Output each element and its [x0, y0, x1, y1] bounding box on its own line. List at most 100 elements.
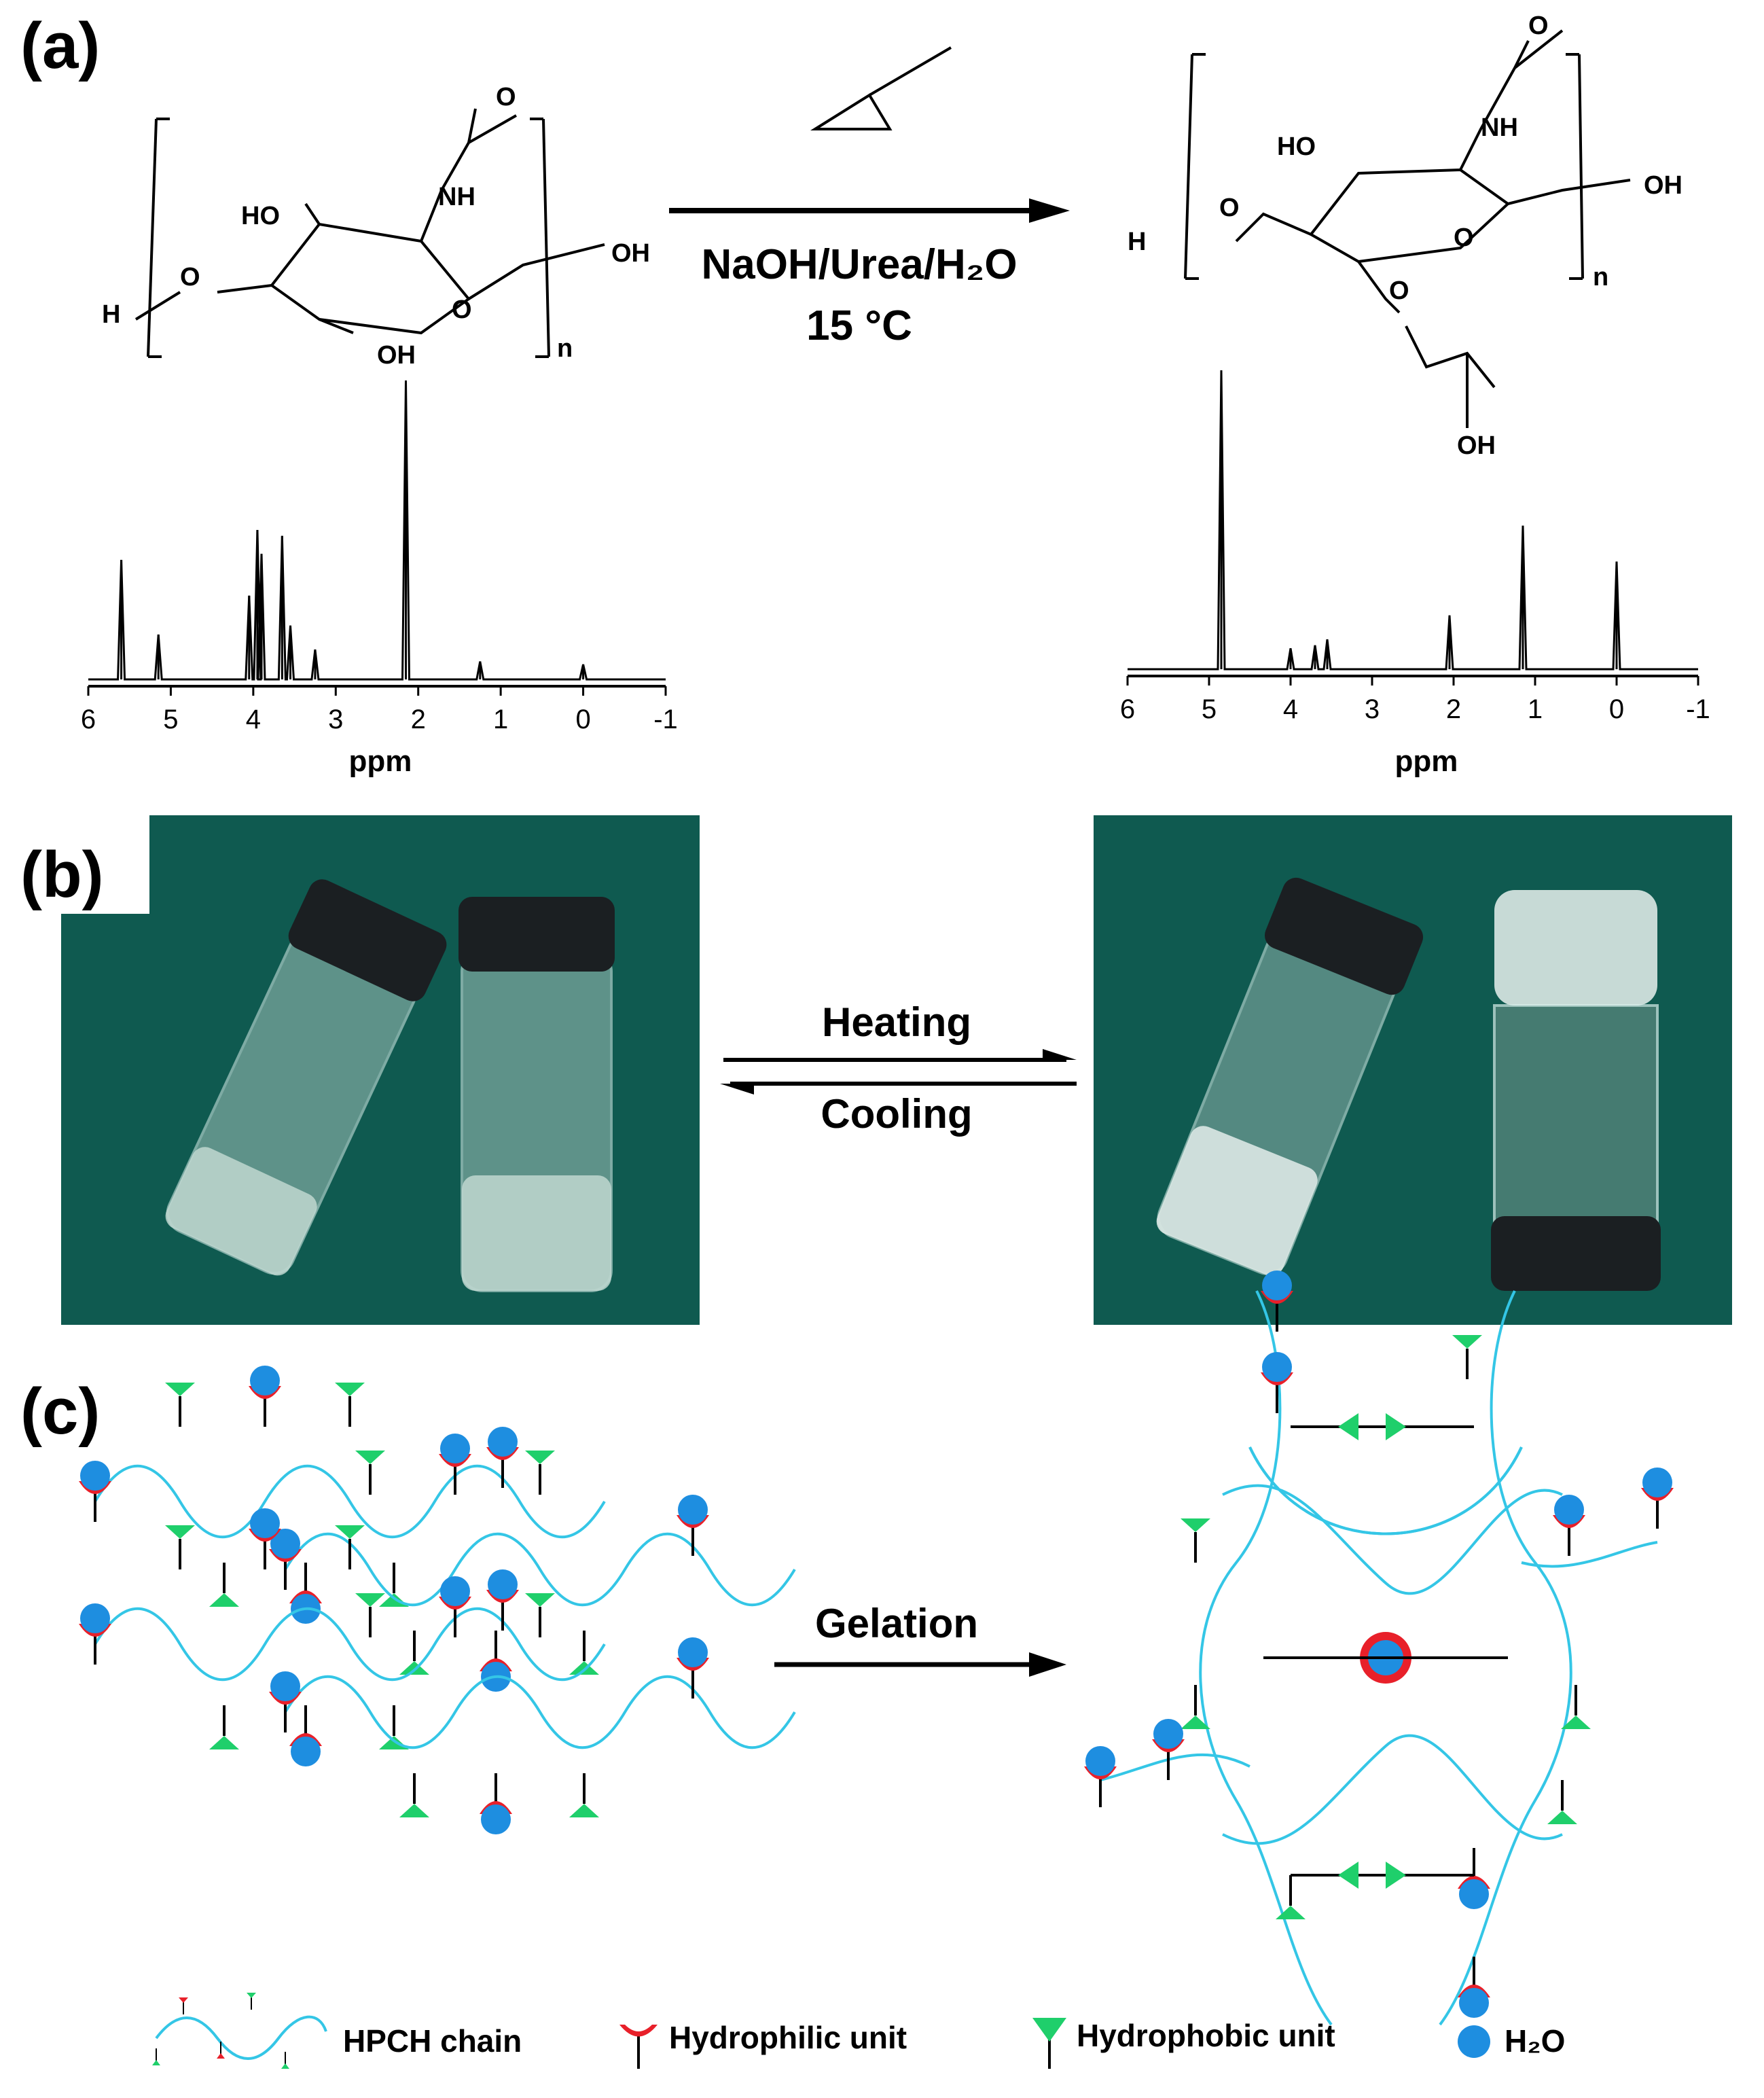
atom-O-bridge-r: O: [1219, 194, 1240, 222]
hydrophobic-unit: [525, 1451, 555, 1464]
nmr-right-tick-label: 1: [1528, 694, 1543, 724]
nmr-right-tick-label: 3: [1365, 694, 1380, 724]
legend-chain-icon: [152, 1993, 327, 2069]
hydrophobic-unit: [165, 1383, 195, 1396]
nmr-left-tick-label: 5: [163, 705, 178, 734]
hpch-chain: [1521, 1541, 1658, 1568]
hydrophobic-unit: [1181, 1518, 1210, 1532]
hydrophobic-unit: [335, 1383, 365, 1396]
hpch-chain: [1100, 1753, 1250, 1781]
water-molecule: [270, 1529, 300, 1559]
photo-left: [0, 815, 700, 1325]
hydrophobic-unit: [165, 1525, 195, 1539]
water-molecule: [488, 1427, 518, 1457]
hydrophobic-unit: [1276, 1906, 1306, 1919]
gelation-label: Gelation: [815, 1601, 978, 1646]
photo-right: [1094, 815, 1732, 1325]
nmr-right-trace: [1128, 370, 1698, 671]
atom-H-r: H: [1128, 228, 1146, 256]
reaction-temperature: 15 °C: [806, 302, 912, 349]
nmr-left-xlabel: ppm: [349, 745, 412, 778]
nmr-right-tick-label: 2: [1446, 694, 1461, 724]
hpch-chain: [94, 1607, 606, 1682]
hydrophobic-unit: [569, 1804, 599, 1817]
nmr-right-xlabel: ppm: [1395, 745, 1458, 778]
nmr-right-tick-label: 0: [1609, 694, 1624, 724]
water-molecule: [291, 1737, 321, 1766]
nmr-left-trace: [88, 380, 666, 681]
nmr-right-tick-label: 5: [1202, 694, 1217, 724]
sol-state-network: [79, 1366, 796, 1834]
legend-hydrophilic-icon: [619, 2025, 658, 2069]
hpch-chain: [94, 1464, 606, 1539]
legend-water-label: H₂O: [1505, 2023, 1565, 2059]
nmr-right-tick-label: -1: [1686, 694, 1710, 724]
water-molecule: [250, 1508, 280, 1538]
nmr-spectrum-right: ppm 6 5 4 3 2 1 0 -1: [1120, 370, 1710, 778]
water-molecule: [1642, 1468, 1672, 1497]
water-molecule: [1085, 1746, 1115, 1776]
hydrophobic-unit: [399, 1661, 429, 1675]
water-molecule: [80, 1603, 110, 1633]
nmr-left-tick-label: 2: [411, 705, 426, 734]
reaction-reagents: NaOH/Urea/H₂O: [701, 241, 1017, 288]
atom-O-ring: O: [452, 296, 472, 324]
hydrophobic-unit: [1338, 1413, 1358, 1440]
nmr-left-tick-label: 3: [328, 705, 343, 734]
legend: HPCH chain Hydrophilic unit Hydrophobic …: [152, 1993, 1565, 2069]
nmr-left-tick-label: 6: [81, 705, 96, 734]
repeat-n: n: [557, 334, 573, 363]
water-molecule: [1554, 1495, 1584, 1525]
water-molecule: [1153, 1719, 1183, 1749]
hydrophobic-unit: [1181, 1715, 1210, 1729]
cooling-label: Cooling: [821, 1091, 972, 1137]
atom-O-carbonyl-r: O: [1528, 12, 1549, 40]
atom-H: H: [102, 300, 120, 329]
heating-label: Heating: [822, 999, 971, 1045]
hydrophobic-unit: [355, 1593, 385, 1607]
hpch-chain: [1222, 1734, 1563, 1845]
hydrophobic-unit: [569, 1661, 599, 1675]
hydrophobic-unit: [1452, 1335, 1482, 1349]
water-molecule: [250, 1366, 280, 1395]
water-molecule: [481, 1804, 511, 1834]
atom-O-carbonyl: O: [496, 83, 516, 111]
water-molecule: [440, 1576, 470, 1606]
gel-state-network: [1084, 1270, 1674, 2026]
gelation-arrow: Gelation: [774, 1601, 1066, 1677]
atom-NH-r: NH: [1481, 113, 1518, 142]
legend-hydrophilic-label: Hydrophilic unit: [669, 2020, 907, 2055]
water-molecule: [678, 1637, 708, 1667]
hpch-chain: [1439, 1290, 1572, 2026]
nmr-left-tick-label: 0: [575, 705, 590, 734]
nmr-right-tick-label: 4: [1283, 694, 1298, 724]
panel-label-c: (c): [20, 1375, 100, 1448]
legend-water-icon: [1458, 2025, 1490, 2058]
atom-O-bridge: O: [180, 263, 200, 291]
atom-O-ring-r: O: [1454, 224, 1474, 252]
hydrophobic-unit: [209, 1593, 239, 1607]
panel-label-a: (a): [20, 10, 100, 82]
atom-HO-r: HO: [1277, 132, 1316, 161]
hpch-chain: [284, 1532, 796, 1607]
legend-chain-label: HPCH chain: [343, 2023, 522, 2059]
hydrophobic-unit: [399, 1804, 429, 1817]
hydrophobic-unit: [1386, 1413, 1406, 1440]
hydrophobic-unit: [335, 1525, 365, 1539]
chitin-structure-left: NH O HO OH O O H OH n: [102, 83, 650, 370]
atom-OH-side: OH: [1457, 431, 1496, 460]
reaction-arrow: NaOH/Urea/H₂O 15 °C: [669, 46, 1070, 349]
water-molecule: [80, 1461, 110, 1491]
hpch-chain: [1248, 1446, 1523, 1535]
nmr-left-tick-label: 4: [246, 705, 261, 734]
nmr-right-tick-label: 6: [1120, 694, 1135, 724]
atom-HO: HO: [241, 202, 280, 230]
atom-OH-right: OH: [611, 239, 650, 268]
hydrophobic-unit: [525, 1593, 555, 1607]
water-molecule: [1459, 1988, 1489, 2018]
atom-OH-bottom: OH: [377, 341, 416, 370]
water-molecule: [1262, 1270, 1292, 1300]
heating-cooling-arrows: Heating Cooling: [720, 999, 1077, 1137]
